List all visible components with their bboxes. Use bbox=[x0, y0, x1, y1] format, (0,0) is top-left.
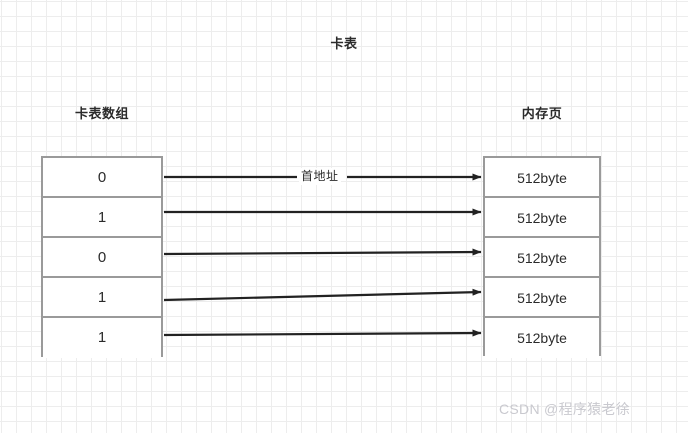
memory-page-cell: 512byte bbox=[485, 238, 599, 278]
page-title: 卡表 bbox=[330, 36, 358, 51]
card-table-cell: 0 bbox=[43, 238, 161, 278]
memory-page-cell: 512byte bbox=[485, 318, 599, 358]
memory-page-cell: 512byte bbox=[485, 158, 599, 198]
memory-page-table: 512byte 512byte 512byte 512byte 512byte bbox=[483, 156, 601, 358]
connector-row-5 bbox=[163, 329, 482, 337]
base-address-label: 首地址 bbox=[299, 168, 341, 185]
connector-row-3 bbox=[163, 248, 482, 256]
connector-row-4 bbox=[163, 288, 482, 302]
card-table-cell: 1 bbox=[43, 318, 161, 358]
memory-page-cell: 512byte bbox=[485, 198, 599, 238]
watermark: CSDN @程序猿老徐 bbox=[499, 401, 631, 417]
memory-page-cell: 512byte bbox=[485, 278, 599, 318]
card-table-array: 0 1 0 1 1 bbox=[41, 156, 163, 358]
memory-page-label: 内存页 bbox=[521, 106, 563, 121]
card-table-cell: 1 bbox=[43, 278, 161, 318]
card-table-array-label: 卡表数组 bbox=[74, 106, 129, 121]
card-table-cell: 0 bbox=[43, 158, 161, 198]
card-table-cell: 1 bbox=[43, 198, 161, 238]
